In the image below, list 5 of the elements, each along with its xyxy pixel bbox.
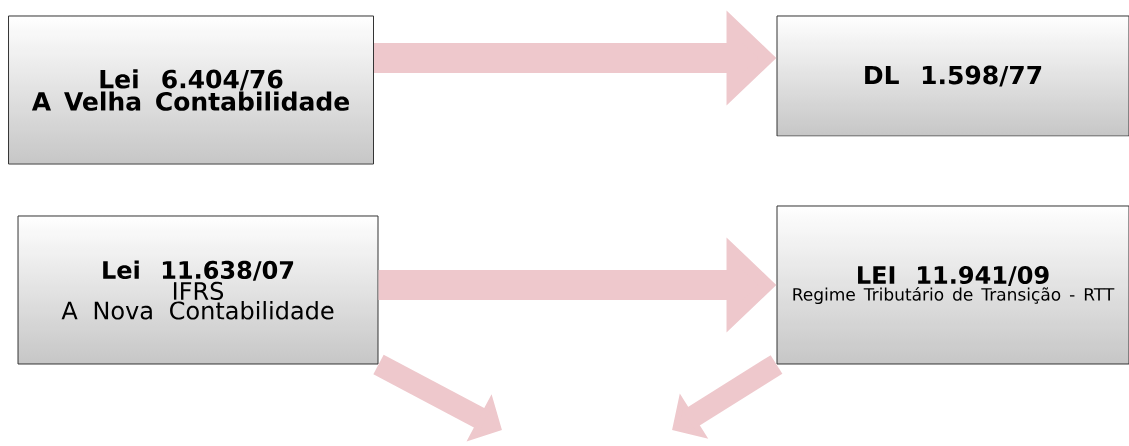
law-box: Lei 6.404/76 A Velha Contabilidade — [8, 15, 374, 165]
law-box: LEI 11.941/09 Regime Tributário de Transição - RTT — [776, 205, 1129, 365]
block-arrow — [672, 355, 783, 439]
law-box: Lei 11.638/07 IFRS A Nova Contabilidade — [17, 215, 379, 365]
law-box: DL 1.598/77 — [776, 15, 1129, 137]
